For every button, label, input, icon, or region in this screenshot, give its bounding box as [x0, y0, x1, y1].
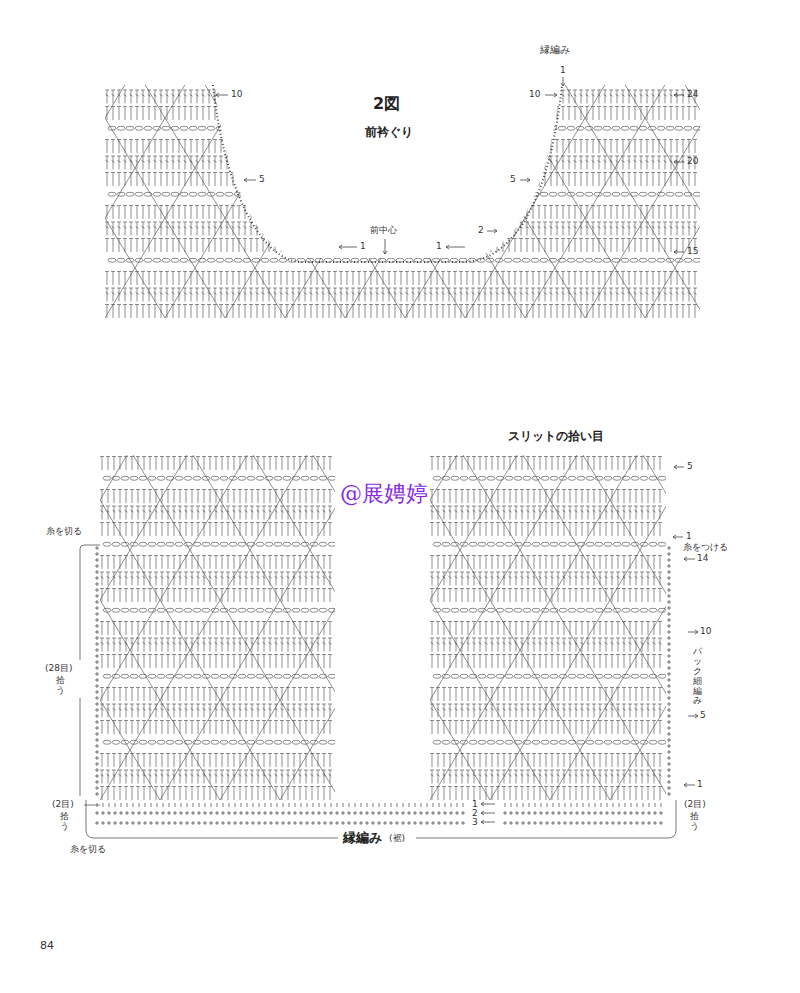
page-number: 84: [40, 940, 54, 951]
row-arrow: [481, 811, 495, 815]
row-number: 5: [687, 462, 693, 471]
row-arrow: [684, 783, 695, 787]
edging-label: (裾): [389, 834, 405, 843]
row-number: 10: [231, 90, 242, 99]
row-arrow: [674, 465, 684, 469]
row-number: 10: [529, 90, 540, 99]
row-arrow: [674, 93, 684, 97]
stitch-symbols: [430, 455, 666, 800]
row-arrow: [244, 178, 256, 182]
row-number: 3: [472, 818, 478, 827]
row-number: 24: [687, 90, 698, 99]
row-arrow: [481, 820, 495, 824]
neck-edging: [213, 85, 562, 262]
row-arrow: [688, 630, 698, 634]
row-arrow: [688, 714, 698, 718]
stitch-chart: [0, 85, 800, 318]
row-arrow: [487, 229, 497, 233]
row-number: 1: [360, 242, 366, 251]
row-number: 5: [700, 711, 706, 720]
row-arrow: [684, 557, 695, 561]
section-label: スリットの拾い目: [508, 430, 604, 442]
row-number: 14: [697, 554, 708, 563]
bracket-line: [80, 545, 100, 805]
row-number: 1: [697, 780, 703, 789]
row-number: 1: [686, 532, 692, 541]
hem-edging: [95, 546, 671, 825]
row-arrow: [561, 77, 565, 86]
watermark: @展娉婷: [338, 482, 430, 506]
row-number: 2: [472, 809, 478, 818]
count-label: (2目): [52, 800, 74, 809]
row-arrow: [674, 160, 684, 164]
row-arrow: [673, 535, 683, 539]
row-number: 5: [259, 175, 265, 184]
row-arrow: [339, 245, 357, 249]
edging-label: 縁編み: [343, 831, 382, 844]
stitch-chart: [100, 455, 335, 800]
row-number: 1: [436, 242, 442, 251]
row-arrow: [383, 239, 387, 254]
figure-title: 2図: [373, 96, 400, 112]
row-number: 15: [687, 247, 698, 256]
row-number: 1: [560, 66, 566, 75]
row-number: 5: [510, 175, 516, 184]
note-label: 糸を切る: [46, 527, 82, 536]
count-label: (2目): [684, 800, 706, 809]
count-label: (28目): [45, 664, 72, 673]
row-number: 1: [472, 800, 478, 809]
note-label: 拾う: [56, 676, 65, 696]
row-arrow: [446, 245, 465, 249]
row-arrow: [520, 178, 530, 182]
row-arrow: [674, 250, 684, 254]
note-label: 糸をつける: [683, 543, 728, 552]
note-label: 糸を切る: [70, 845, 106, 854]
stitch-symbols: [100, 455, 335, 800]
figure-caption: 前衿ぐり: [365, 126, 413, 138]
edging-symbols: [95, 546, 671, 825]
row-number: 2: [478, 226, 484, 235]
center-label: 前中心: [370, 226, 397, 235]
note-label: 拾う: [60, 812, 69, 832]
row-number: 20: [687, 157, 698, 166]
row-number: 10: [700, 627, 711, 636]
stitch-chart: [430, 455, 666, 800]
stitch-label: バック細編み: [693, 647, 702, 706]
note-label: 拾う: [690, 812, 699, 832]
row-arrow: [545, 93, 557, 97]
stitch-symbols: [0, 85, 800, 318]
edging-label: 縁編み: [540, 45, 570, 55]
row-arrow: [216, 93, 228, 97]
row-arrow: [481, 802, 495, 806]
row-arrows: [216, 77, 698, 824]
